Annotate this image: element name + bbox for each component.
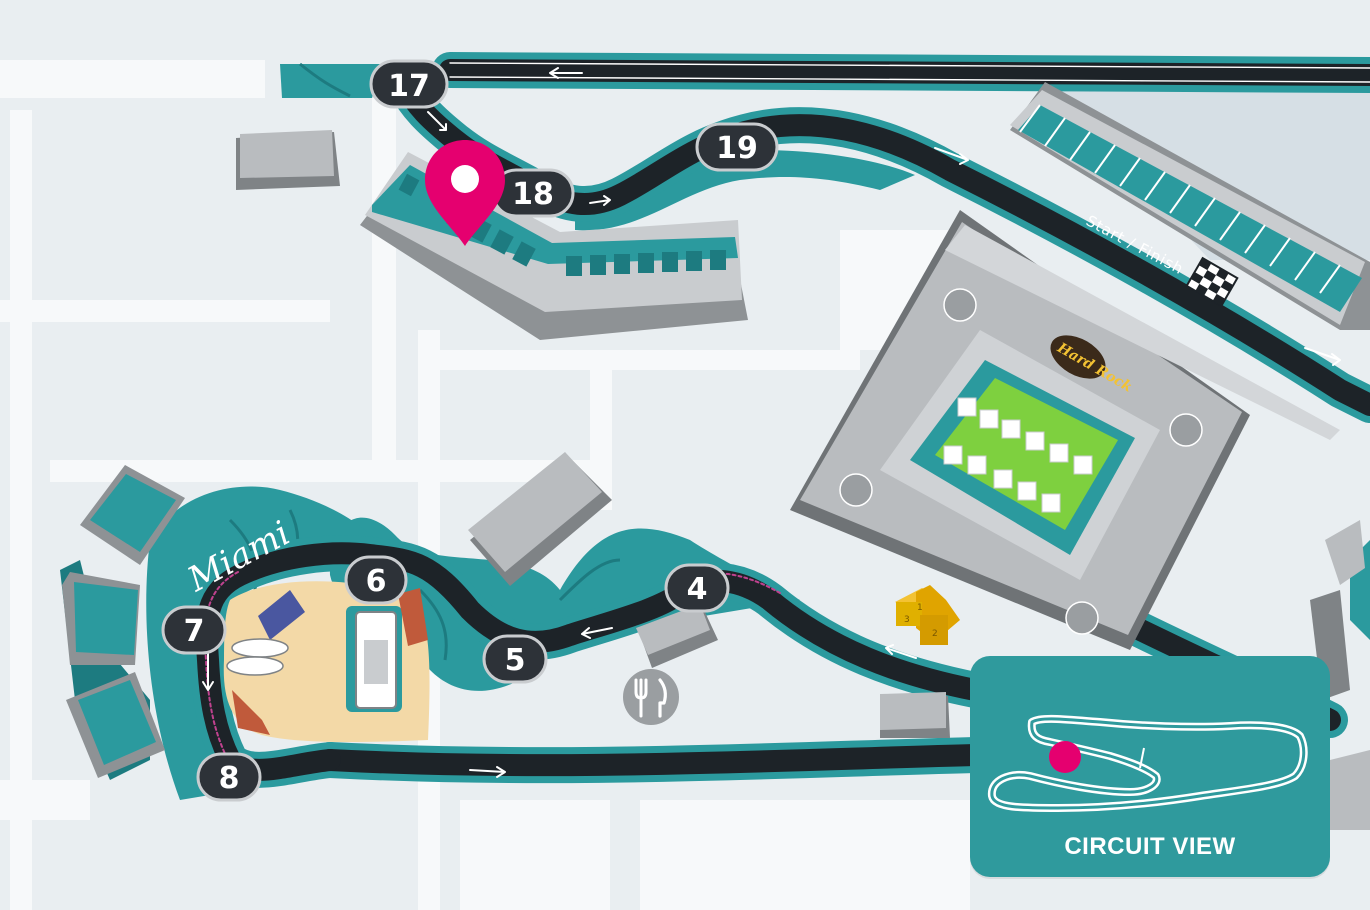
turn-badge-19[interactable]: 19 (695, 122, 779, 172)
map-pin-icon[interactable] (425, 140, 505, 246)
hard-rock-stadium: Hard Rock (790, 210, 1340, 650)
turn-5-label: 5 (505, 643, 526, 678)
track-edge-lines (204, 62, 1370, 761)
turn-badge-4[interactable]: 4 (664, 563, 730, 613)
turn-18-label: 18 (512, 177, 554, 212)
checkered-flag-icon (1185, 256, 1239, 308)
current-position-dot (1049, 741, 1081, 773)
fork-knife-icon[interactable] (623, 669, 679, 725)
turn-7-label: 7 (184, 614, 205, 649)
turn-badge-5[interactable]: 5 (482, 634, 548, 684)
turn-badge-18[interactable]: 18 (491, 168, 575, 218)
podium-place-1: 1 (917, 603, 923, 613)
circuit-outline-icon (987, 714, 1308, 812)
direction-arrows (202, 67, 1341, 778)
podium-place-3: 3 (904, 615, 910, 625)
turn-17-label: 17 (388, 69, 430, 104)
turn-badge-17[interactable]: 17 (369, 59, 449, 109)
circuit-view-button[interactable]: CIRCUIT VIEW (970, 656, 1330, 877)
circuit-view-label: CIRCUIT VIEW (1064, 833, 1236, 860)
turn-6-label: 6 (366, 564, 387, 599)
turn-19-label: 19 (716, 131, 758, 166)
marina (223, 581, 430, 743)
turn-4-label: 4 (687, 572, 708, 607)
podium-place-2: 2 (932, 629, 938, 639)
turn-8-label: 8 (219, 761, 240, 796)
turn-badge-7[interactable]: 7 (161, 605, 227, 655)
grandstand-main (1010, 82, 1370, 330)
podium-icon: 3 1 2 (895, 585, 960, 645)
buildings (236, 130, 1370, 830)
turn-badge-6[interactable]: 6 (344, 555, 408, 605)
turn-badge-8[interactable]: 8 (196, 752, 262, 802)
grandstands-left (62, 465, 185, 778)
